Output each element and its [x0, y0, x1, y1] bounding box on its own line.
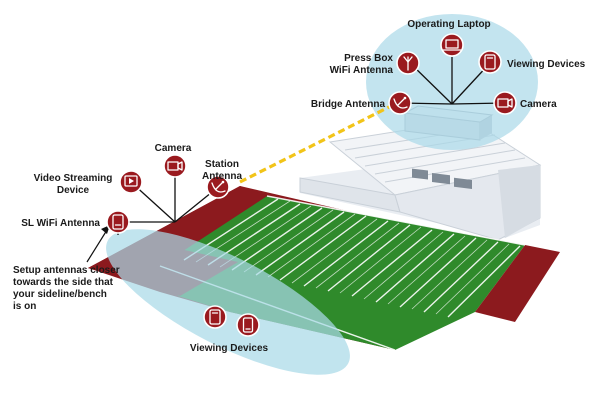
tablet-icon — [203, 305, 227, 329]
tablet-icon — [478, 50, 502, 74]
label-station-antenna: Station — [205, 159, 239, 170]
setup-note: Setup antennas closer — [13, 265, 120, 276]
label-operating-laptop: Operating Laptop — [407, 19, 490, 30]
sideline-coverage-area — [106, 229, 350, 375]
label-station-antenna: Antenna — [202, 171, 242, 182]
phone-icon — [236, 313, 260, 337]
station-antenna-icon — [206, 175, 230, 199]
laptop-icon — [440, 33, 464, 57]
label-press-box-antenna: Press Box — [344, 53, 393, 64]
label-viewing-devices-top: Viewing Devices — [507, 59, 586, 70]
label-bridge-antenna: Bridge Antenna — [311, 99, 386, 110]
label-viewing-devices-bottom: Viewing Devices — [190, 343, 269, 354]
satellite-dish-icon — [388, 91, 412, 115]
router-icon — [106, 210, 130, 234]
label-video-streaming: Video Streaming — [34, 173, 113, 184]
label-video-streaming: Device — [57, 185, 90, 196]
wireless-bridge-link — [239, 102, 396, 184]
setup-note: towards the side that — [13, 277, 114, 288]
setup-note: is on — [13, 301, 36, 312]
video-streaming-icon — [119, 170, 143, 194]
label-camera-top: Camera — [520, 99, 557, 110]
antenna-icon — [396, 51, 420, 75]
camera-icon — [493, 91, 517, 115]
camera-icon — [163, 154, 187, 178]
label-camera-sideline: Camera — [155, 143, 192, 154]
setup-note-arrow — [86, 229, 108, 263]
setup-note: your sideline/bench — [13, 289, 107, 300]
label-sl-wifi-antenna: SL WiFi Antenna — [21, 218, 100, 229]
label-press-box-antenna: WiFi Antenna — [330, 65, 394, 76]
